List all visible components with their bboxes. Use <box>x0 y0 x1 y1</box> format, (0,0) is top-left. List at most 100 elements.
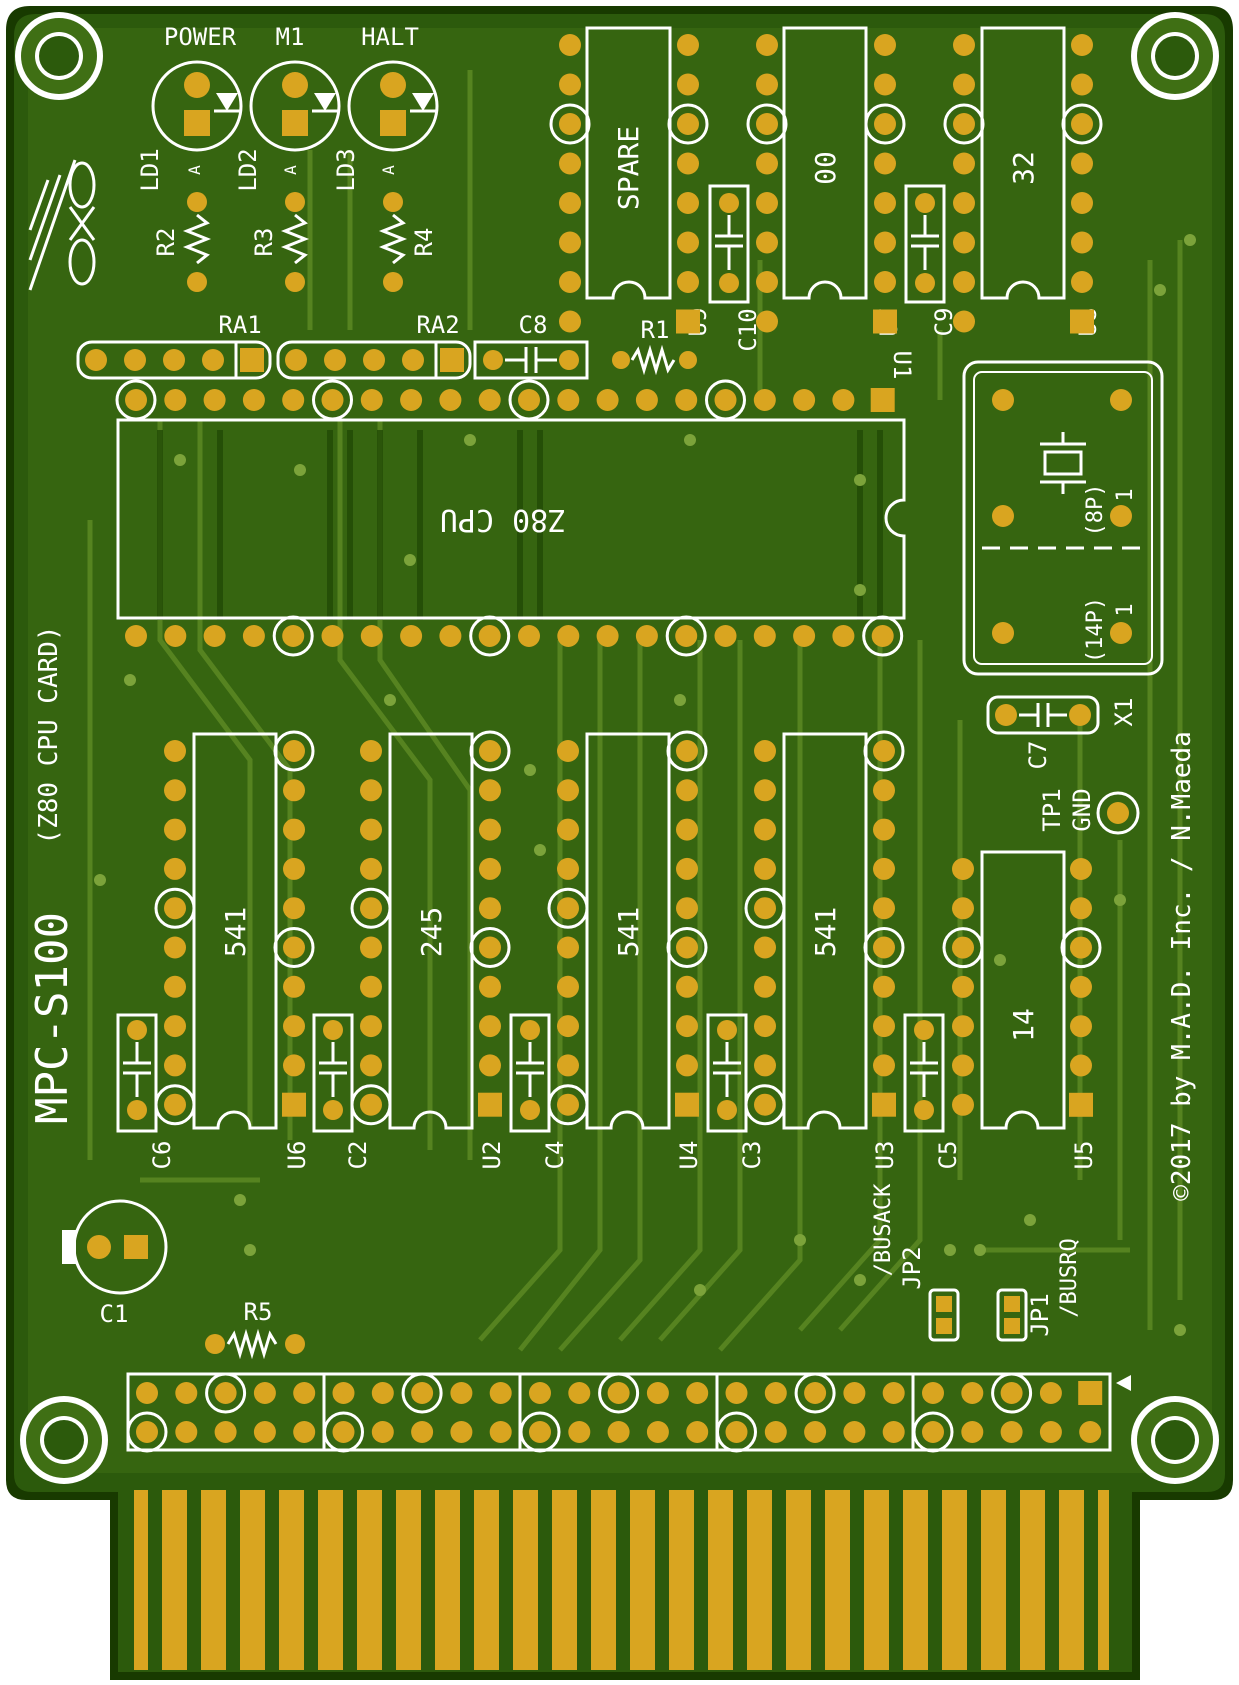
chip-u1-ref: U1 <box>888 351 916 380</box>
crystal-x1[interactable] <box>962 360 1164 676</box>
chip-u2[interactable] <box>388 732 474 1130</box>
solder-pad <box>953 231 975 254</box>
solder-pad <box>85 349 107 371</box>
chip-u4[interactable] <box>585 732 671 1130</box>
jumper-jp1[interactable] <box>996 1288 1028 1342</box>
solder-pad <box>873 1015 895 1038</box>
solder-pad <box>882 1382 905 1404</box>
solder-pad <box>952 897 974 920</box>
solder-pad <box>922 1421 944 1443</box>
solder-pad <box>253 1421 276 1443</box>
capacitor-c8-label: C8 <box>519 311 548 339</box>
solder-pad <box>529 1421 551 1443</box>
capacitor-c9[interactable] <box>904 184 946 304</box>
solder-pad <box>360 740 382 762</box>
solder-pad <box>360 1054 382 1077</box>
mad-logo <box>28 159 96 291</box>
led-ld2[interactable] <box>249 60 341 152</box>
solder-pad <box>677 192 699 214</box>
resistor-r1[interactable] <box>612 344 697 376</box>
solder-pad <box>873 897 895 920</box>
resistor-array-ra1[interactable] <box>76 340 272 380</box>
led-ld2-label: M1 <box>276 23 305 51</box>
resistor-r3[interactable] <box>280 192 310 292</box>
jumper-jp2[interactable] <box>928 1288 960 1342</box>
solder-pad <box>164 975 186 998</box>
capacitor-c7[interactable] <box>986 695 1100 735</box>
solder-pad <box>164 1093 186 1116</box>
resistor-r2[interactable] <box>182 192 212 292</box>
solder-pad <box>961 1382 984 1404</box>
chip-u3[interactable] <box>782 732 868 1130</box>
capacitor-c1[interactable] <box>62 1199 168 1295</box>
solder-pad <box>557 625 580 647</box>
solder-pad <box>873 936 895 959</box>
chip-u5[interactable] <box>980 850 1066 1130</box>
solder-pad <box>411 1421 434 1443</box>
led-ld3[interactable] <box>347 60 439 152</box>
solder-pad <box>283 1015 305 1038</box>
capacitor-c6-label: C6 <box>148 1141 176 1170</box>
via-ring <box>667 103 709 145</box>
solder-pad <box>952 936 974 959</box>
capacitor-c3[interactable] <box>706 1013 748 1133</box>
solder-pad <box>1069 1092 1093 1117</box>
chip-u4-ref: U4 <box>675 1141 703 1170</box>
capacitor-c5[interactable] <box>903 1013 945 1133</box>
solder-pad <box>164 857 186 880</box>
solder-pad <box>754 818 776 841</box>
solder-pad <box>164 625 187 647</box>
solder-pad <box>1000 1382 1023 1404</box>
capacitor-c6[interactable] <box>116 1013 158 1133</box>
solder-pad <box>725 1382 748 1404</box>
resistor-r5[interactable] <box>205 1328 305 1360</box>
solder-pad <box>557 1015 579 1038</box>
resistor-r4[interactable] <box>378 192 408 292</box>
solder-pad <box>646 1382 669 1404</box>
solder-pad <box>753 625 776 647</box>
capacitor-c2[interactable] <box>312 1013 354 1133</box>
solder-pad <box>635 625 658 647</box>
solder-pad <box>871 625 894 647</box>
chip-z80-cpu[interactable] <box>116 418 906 620</box>
solder-pad <box>754 1093 776 1116</box>
solder-pad <box>324 349 346 371</box>
solder-pad <box>754 740 776 762</box>
solder-pad <box>832 625 855 647</box>
via-ring <box>469 615 511 657</box>
via-ring <box>864 103 906 145</box>
capacitor-c8[interactable] <box>473 340 589 380</box>
chip-u3-label: 541 <box>809 907 842 958</box>
solder-pad <box>518 389 540 411</box>
solder-pad <box>559 73 581 96</box>
via-ring <box>350 887 392 929</box>
capacitor-c10[interactable] <box>708 184 750 304</box>
solder-pad <box>675 389 698 411</box>
chip-u8[interactable] <box>980 26 1066 300</box>
capacitor-c4[interactable] <box>509 1013 551 1133</box>
solder-pad <box>518 625 540 647</box>
resistor-array-ra2[interactable] <box>276 340 472 380</box>
solder-pad <box>321 625 344 647</box>
solder-pad <box>371 1421 394 1443</box>
solder-pad <box>282 1092 306 1117</box>
solder-pad <box>607 1421 630 1443</box>
via-ring <box>508 379 550 421</box>
via-ring <box>350 1084 392 1126</box>
chip-u7[interactable] <box>782 26 868 300</box>
mount-hole-bl <box>20 1396 108 1484</box>
via-ring <box>154 1084 196 1126</box>
chip-u6[interactable] <box>192 732 278 1130</box>
board-copyright: ©2017 by M.A.D. Inc. / N.Maeda <box>1167 731 1197 1201</box>
chip-u9[interactable] <box>585 26 672 300</box>
solder-pad <box>832 389 855 411</box>
solder-pad <box>686 1382 709 1404</box>
via <box>464 434 476 446</box>
solder-pad <box>478 625 501 647</box>
mount-hole-tr <box>1131 12 1219 100</box>
solder-pad <box>283 897 305 920</box>
testpoint-tp1[interactable] <box>1096 791 1140 835</box>
led-ld1[interactable] <box>151 60 243 152</box>
solder-pad <box>1071 73 1093 96</box>
via <box>124 674 136 686</box>
